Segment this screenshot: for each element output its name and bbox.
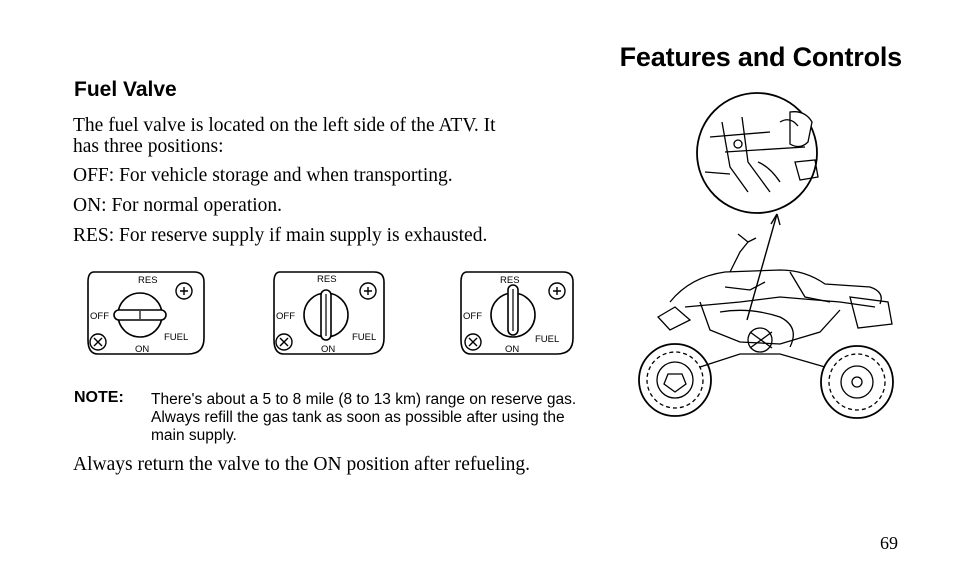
valve-diagram-off: RES OFF ON FUEL (84, 268, 214, 358)
screw-icon (175, 282, 193, 300)
valve-diagram-on: RES OFF ON FUEL (270, 268, 400, 358)
intro-line-2: has three positions: (73, 136, 224, 157)
valve-label-fuel: FUEL (535, 334, 559, 345)
valve-label-fuel: FUEL (164, 332, 188, 343)
valve-label-off: OFF (463, 311, 482, 322)
valve-label-res: RES (500, 275, 520, 286)
screw-icon (359, 282, 377, 300)
pointer-line (746, 213, 778, 321)
screw-icon (275, 333, 293, 351)
valve-diagram-res: RES OFF ON FUEL (457, 268, 587, 358)
atv-chassis (699, 353, 826, 368)
screw-icon (548, 282, 566, 300)
valve-label-off: OFF (276, 311, 295, 322)
screw-icon (89, 333, 107, 351)
atv-illustration (630, 92, 898, 424)
page-title: Features and Controls (619, 42, 903, 72)
valve-label-res: RES (138, 275, 158, 286)
valve-label-off: OFF (90, 311, 109, 322)
rear-wheel (820, 345, 894, 419)
screw-icon (464, 333, 482, 351)
res-position-text: RES: For reserve supply if main supply i… (73, 225, 488, 246)
detail-magnifier (696, 92, 818, 214)
valve-detail-sketch (704, 111, 819, 193)
on-position-text: ON: For normal operation. (73, 195, 283, 216)
front-wheel (638, 343, 712, 417)
valve-label-on: ON (505, 344, 519, 355)
section-heading: Fuel Valve (74, 78, 177, 101)
valve-label-res: RES (317, 274, 337, 285)
valve-label-on: ON (135, 344, 149, 355)
atv-body (656, 233, 893, 353)
note-text: There's about a 5 to 8 mile (8 to 13 km)… (151, 391, 577, 444)
valve-label-on: ON (321, 344, 335, 355)
page-number: 69 (880, 533, 898, 553)
intro-line-1: The fuel valve is located on the left si… (73, 115, 496, 136)
note-label: NOTE: (74, 389, 124, 406)
valve-label-fuel: FUEL (352, 332, 376, 343)
closing-text: Always return the valve to the ON positi… (73, 454, 531, 475)
off-position-text: OFF: For vehicle storage and when transp… (73, 165, 453, 186)
